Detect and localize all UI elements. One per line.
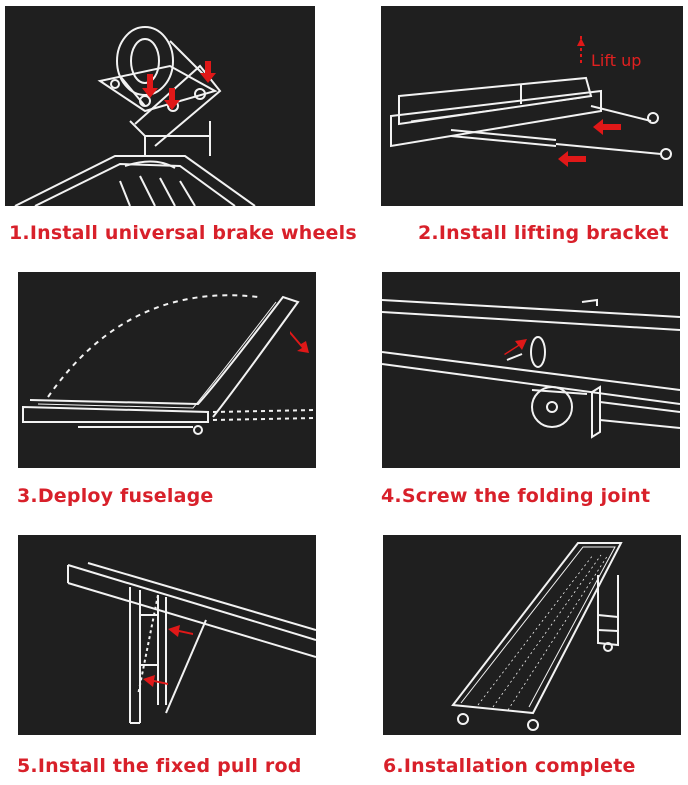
- arrow-icon: [142, 61, 216, 110]
- caster-wheel-illustration: [14, 26, 256, 206]
- step-4-illustration: [382, 272, 680, 468]
- step-3-illustration: [18, 272, 316, 468]
- step-2-caption: 2.Install lifting bracket: [418, 222, 669, 244]
- arrow-icon: [290, 331, 309, 353]
- fuselage-deploy-illustration: [22, 294, 316, 435]
- arrow-icon: [558, 38, 621, 167]
- step-5-illustration: [18, 535, 316, 735]
- folding-joint-illustration: [382, 298, 680, 439]
- completed-conveyor-illustration: [451, 542, 623, 731]
- step-4-caption: 4.Screw the folding joint: [381, 485, 651, 507]
- step-1-illustration: [5, 6, 315, 206]
- arrow-icon: [143, 625, 193, 687]
- step-3-caption: 3.Deploy fuselage: [17, 485, 214, 507]
- step-5-caption: 5.Install the fixed pull rod: [17, 755, 302, 777]
- step-1-caption: 1.Install universal brake wheels: [9, 222, 357, 244]
- step-6-caption: 6.Installation complete: [383, 755, 636, 777]
- lift-up-label: Lift up: [591, 51, 641, 70]
- step-6-illustration: [383, 535, 681, 735]
- step-2-illustration: Lift up: [381, 6, 683, 206]
- arrow-icon: [504, 339, 527, 355]
- lifting-bracket-illustration: Lift up: [390, 36, 672, 167]
- pull-rod-illustration: [67, 562, 316, 724]
